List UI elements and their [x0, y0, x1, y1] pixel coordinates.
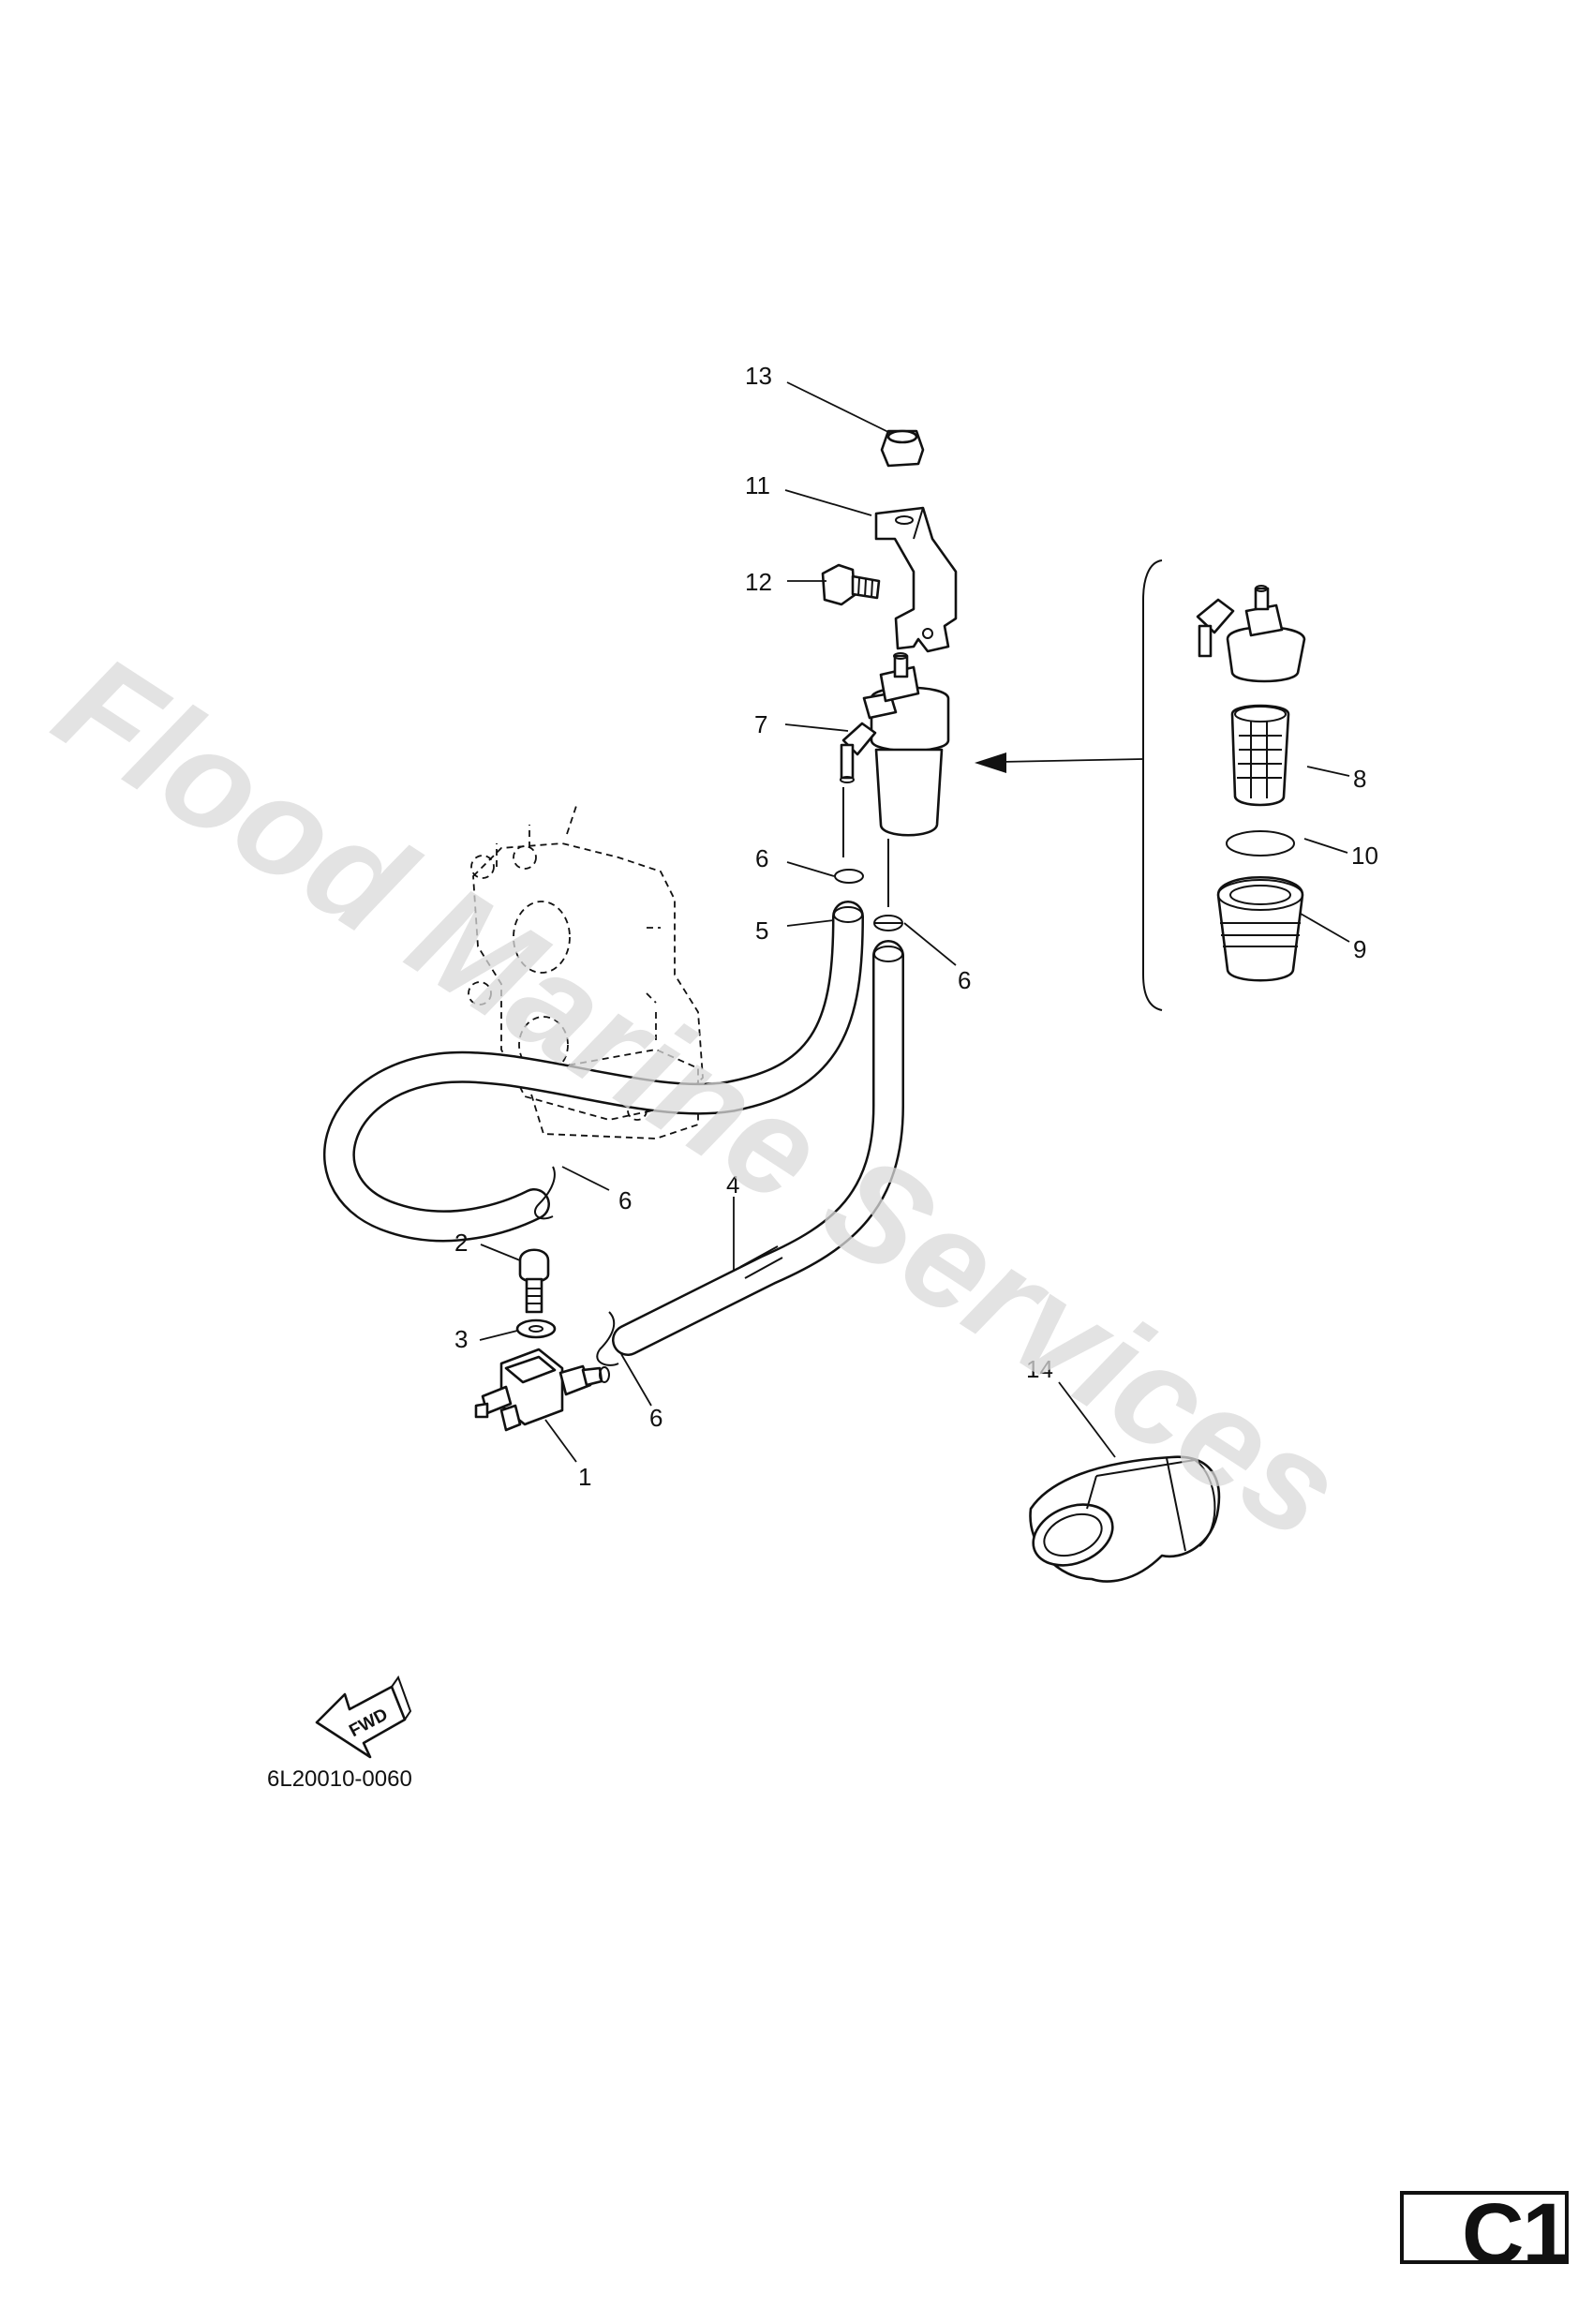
callout-1: 1: [578, 1463, 591, 1491]
callout-12: 12: [745, 568, 772, 596]
callout-6-carb: 6: [618, 1186, 632, 1214]
bracket-11: [874, 506, 958, 653]
fuel-joint-1: [474, 1348, 610, 1432]
detail-bracket: [975, 559, 1163, 1011]
filter-element-8: [1230, 704, 1290, 807]
callout-6-upper: 6: [755, 844, 768, 872]
watermark: Flood Marine Services: [31, 624, 1368, 1569]
callout-7: 7: [754, 710, 767, 738]
callout-11: 11: [745, 471, 770, 499]
leader-lines: [479, 381, 1350, 1463]
filter-cup-9: [1216, 875, 1304, 982]
bolt-2: [518, 1248, 550, 1314]
section-code: C1: [1462, 2191, 1569, 2264]
bolt-12: [821, 563, 881, 606]
o-ring-10: [1226, 830, 1295, 857]
callout-13: 13: [745, 362, 772, 390]
callout-labels: 13 11 12 7 8 10 9 6 5 6 6 4 2 3 6 1 14: [454, 362, 1378, 1491]
callout-4: 4: [726, 1170, 739, 1199]
fuel-hose-5: [322, 901, 864, 1243]
nut-13: [880, 429, 925, 468]
callout-10: 10: [1351, 842, 1378, 870]
filter-cap-detail: [1196, 585, 1306, 683]
callout-6-filter: 6: [958, 966, 971, 994]
callout-14: 14: [1026, 1355, 1053, 1383]
callout-8: 8: [1353, 765, 1366, 793]
fwd-arrow-icon: FWD: [315, 1675, 412, 1759]
fuel-filter-7: [840, 652, 950, 837]
callout-9: 9: [1353, 935, 1366, 963]
callout-6-joint: 6: [649, 1404, 662, 1432]
fuel-hose-4: [612, 940, 904, 1356]
cover-14: [1029, 1455, 1221, 1583]
callout-2: 2: [454, 1229, 468, 1257]
section-code-box: C1: [1400, 2191, 1569, 2264]
washer-3: [515, 1318, 557, 1339]
callout-5: 5: [755, 916, 768, 945]
drawing-code: 6L20010-0060: [267, 1766, 412, 1792]
callout-3: 3: [454, 1325, 468, 1353]
hose-clamps-6: [534, 787, 903, 1366]
